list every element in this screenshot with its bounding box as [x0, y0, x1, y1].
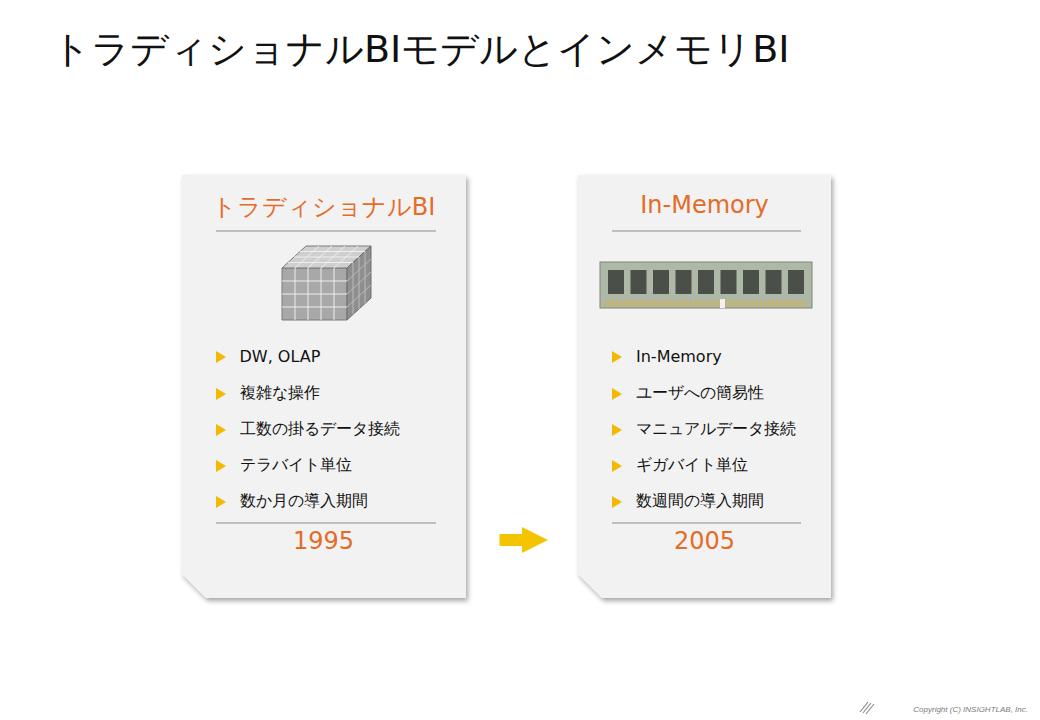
bullet-text: DW, OLAP	[240, 347, 321, 366]
bullet-marker	[216, 496, 226, 508]
comparison-card: In-MemoryIn-Memoryユーザへの簡易性マニュアルデータ接続ギガバイ…	[578, 175, 831, 598]
bullet-marker	[612, 351, 622, 363]
divider-line	[216, 523, 436, 524]
bullet-marker	[216, 424, 226, 436]
memory-module	[600, 262, 812, 308]
divider-line	[612, 231, 801, 232]
olap-cube	[282, 246, 371, 320]
page-title: トラディショナルBIモデルとインメモリBI	[52, 24, 790, 75]
bullet-marker	[216, 351, 226, 363]
bullet-item: DW, OLAP	[216, 347, 321, 366]
card-heading: In-Memory	[578, 191, 831, 219]
bullet-text: 工数の掛るデータ接続	[240, 419, 400, 438]
bullet-text: マニュアルデータ接続	[636, 419, 796, 438]
copyright-note: Copyright (C) INSIGHTLAB, Inc.	[891, 705, 1028, 714]
year-label: 1995	[182, 527, 466, 555]
bullet-text: ユーザへの簡易性	[636, 383, 764, 402]
bullet-marker	[612, 496, 622, 508]
bullet-text: 複雑な操作	[240, 383, 320, 402]
bullet-marker	[216, 460, 226, 472]
bullet-text: ギガバイト単位	[636, 455, 748, 474]
divider-line	[216, 231, 436, 232]
bullet-marker	[612, 388, 622, 400]
block-arrow	[500, 534, 527, 546]
card-body	[182, 175, 466, 598]
bullet-text: In-Memory	[636, 347, 722, 366]
bullet-text: 数か月の導入期間	[240, 491, 368, 510]
bullet-item: ギガバイト単位	[612, 455, 748, 476]
card-heading: トラディショナルBI	[182, 191, 466, 223]
divider-line	[612, 523, 801, 524]
bullet-item: マニュアルデータ接続	[612, 419, 796, 440]
bullet-text: テラバイト単位	[240, 455, 352, 474]
bullet-item: テラバイト単位	[216, 455, 352, 476]
bullet-item: 数週間の導入期間	[612, 491, 764, 512]
bullet-marker	[612, 424, 622, 436]
bullet-text: 数週間の導入期間	[636, 491, 764, 510]
bullet-item: ユーザへの簡易性	[612, 383, 764, 404]
copyright-icon	[860, 702, 874, 714]
card-body	[578, 175, 831, 598]
bullet-item: In-Memory	[612, 347, 722, 366]
bullet-item: 工数の掛るデータ接続	[216, 419, 400, 440]
bullet-marker	[612, 460, 622, 472]
year-label: 2005	[578, 527, 831, 555]
comparison-card: トラディショナルBI DW, OLAP 複雑な操作工数の掛るデータ接続テラバイト単位…	[182, 175, 466, 598]
bullet-item: 複雑な操作	[216, 383, 320, 404]
bullet-item: 数か月の導入期間	[216, 491, 368, 512]
bullet-marker	[216, 388, 226, 400]
